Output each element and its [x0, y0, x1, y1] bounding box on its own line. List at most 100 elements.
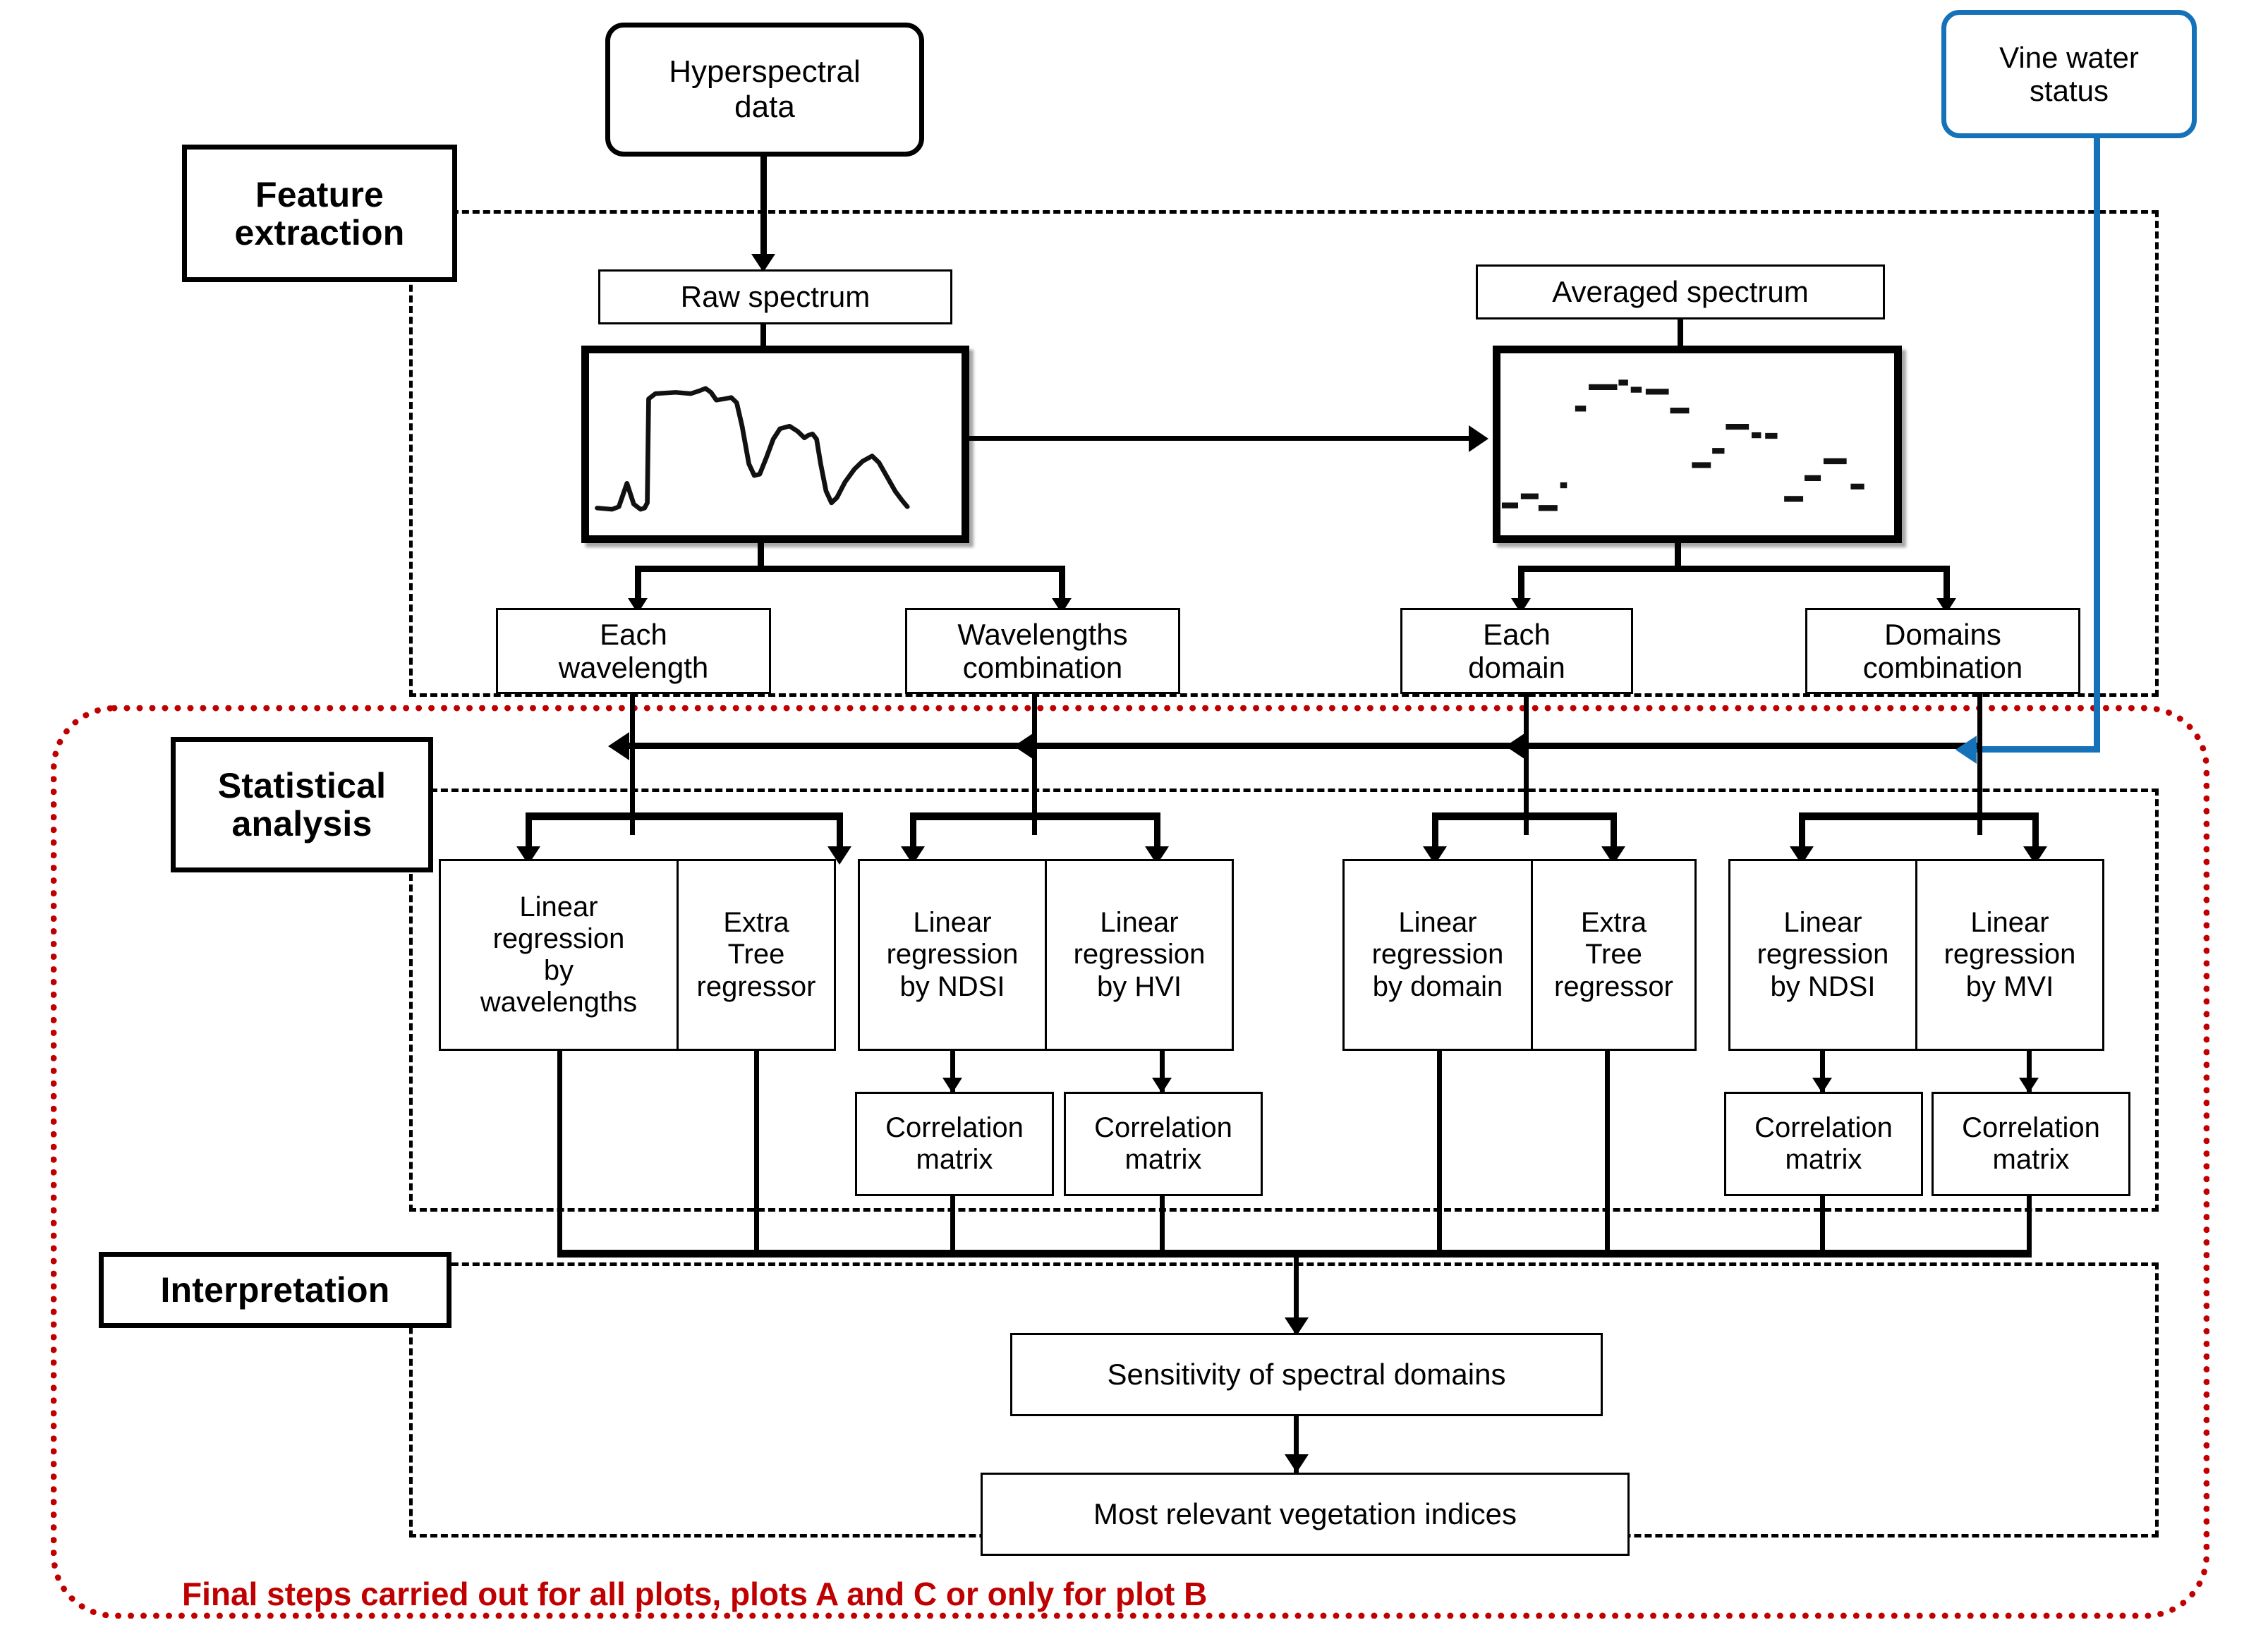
edge-g4-bus	[1799, 812, 2039, 820]
footnote-text: Final steps carried out for all plots, p…	[182, 1576, 1208, 1612]
section-label-interpretation: Interpretation	[99, 1252, 451, 1328]
node-linear-regression-by-hvi[interactable]: Linear regression by HVI	[1045, 859, 1234, 1051]
edge-rawlabel-to-thumb	[760, 324, 766, 348]
node-label: Linear regression by wavelengths	[480, 891, 638, 1018]
node-label: Correlation matrix	[1094, 1112, 1232, 1175]
node-domains-combination[interactable]: Domains combination	[1805, 608, 2080, 694]
section-label-feature-extraction: Feature extraction	[182, 145, 457, 282]
node-label: Averaged spectrum	[1552, 275, 1809, 309]
edge-bus-to-sensitivity	[1294, 1250, 1299, 1333]
node-linear-regression-by-domain[interactable]: Linear regression by domain	[1342, 859, 1533, 1051]
node-label: Linear regression by NDSI	[886, 907, 1019, 1002]
edge-avglabel-to-thumb	[1678, 319, 1683, 348]
node-linear-regression-by-mvi[interactable]: Linear regression by MVI	[1915, 859, 2104, 1051]
edge-out-4	[1160, 1196, 1165, 1255]
statistical-analysis-frame	[409, 788, 2159, 1212]
edge-g2-left	[910, 812, 916, 858]
node-correlation-matrix-2[interactable]: Correlation matrix	[1064, 1092, 1263, 1196]
arrowhead-raw-to-averaged	[1469, 425, 1488, 452]
edge-to-corr-1	[950, 1051, 955, 1093]
edge-g3-right	[1611, 812, 1617, 858]
edge-each-domain-drop	[1524, 694, 1529, 835]
node-extra-tree-regressor-2[interactable]: Extra Tree regressor	[1531, 859, 1697, 1051]
edge-wavelengths-comb-drop	[1032, 694, 1037, 835]
edge-avg-down-left	[1518, 566, 1524, 608]
edge-sensitivity-to-indices	[1294, 1416, 1299, 1473]
node-label: Correlation matrix	[1962, 1112, 2100, 1175]
edge-g2-bus	[910, 812, 1160, 820]
node-correlation-matrix-1[interactable]: Correlation matrix	[855, 1092, 1054, 1196]
node-linear-regression-by-wavelengths[interactable]: Linear regression by wavelengths	[439, 859, 679, 1051]
node-label: Each wavelength	[558, 617, 709, 684]
edge-out-5	[1437, 1051, 1442, 1255]
node-label: Domains combination	[1862, 617, 2023, 684]
node-most-relevant-vegetation-indices[interactable]: Most relevant vegetation indices	[981, 1473, 1630, 1556]
node-each-domain[interactable]: Each domain	[1400, 608, 1633, 694]
edge-g4-right	[2032, 812, 2039, 858]
node-correlation-matrix-3[interactable]: Correlation matrix	[1724, 1092, 1923, 1196]
section-label-statistical-analysis: Statistical analysis	[171, 737, 433, 872]
node-label: Extra Tree regressor	[696, 907, 816, 1002]
edge-g4-left	[1799, 812, 1805, 858]
edge-avg-down-right	[1943, 566, 1950, 608]
raw-spectrum-curve	[595, 386, 910, 512]
node-label: Each domain	[1468, 617, 1565, 684]
feature-extraction-frame	[409, 210, 2159, 697]
edge-domains-comb-drop	[1977, 694, 1982, 835]
node-label: Hyperspectral data	[669, 54, 861, 124]
node-hyperspectral-data[interactable]: Hyperspectral data	[605, 23, 924, 157]
edge-out-1	[557, 1051, 562, 1255]
edge-g1-bus	[526, 812, 843, 820]
edge-to-corr-2	[1160, 1051, 1165, 1093]
node-label: Wavelengths combination	[957, 617, 1128, 684]
edge-avg-stem	[1675, 543, 1681, 570]
edge-target-horizontal	[1975, 746, 2100, 753]
node-correlation-matrix-4[interactable]: Correlation matrix	[1932, 1092, 2130, 1196]
final-steps-boundary	[51, 705, 2209, 1619]
arrowhead-corr-1	[942, 1078, 962, 1093]
section-label-text: Feature extraction	[234, 174, 405, 252]
node-label: Correlation matrix	[885, 1112, 1024, 1175]
node-label: Extra Tree regressor	[1554, 907, 1673, 1002]
arrowhead-input-to-raw	[751, 254, 775, 272]
node-extra-tree-regressor-1[interactable]: Extra Tree regressor	[677, 859, 836, 1051]
edge-out-8	[2027, 1196, 2032, 1255]
arrowhead-bus-2	[1014, 732, 1035, 760]
section-label-text: Interpretation	[160, 1270, 390, 1310]
edge-out-6	[1605, 1051, 1610, 1255]
edge-to-corr-4	[2027, 1051, 2032, 1093]
arrowhead-to-indices	[1285, 1454, 1309, 1473]
arrowhead-bus-3	[1505, 732, 1527, 760]
node-linear-regression-by-ndsi-2[interactable]: Linear regression by NDSI	[1728, 859, 1917, 1051]
node-linear-regression-by-ndsi-1[interactable]: Linear regression by NDSI	[858, 859, 1047, 1051]
section-label-text: Statistical analysis	[217, 766, 387, 844]
averaged-spectrum-segments	[1501, 379, 1864, 511]
edge-wavelength-drop	[630, 694, 635, 835]
edge-raw-down-left	[635, 566, 641, 608]
node-sensitivity-of-spectral-domains[interactable]: Sensitivity of spectral domains	[1010, 1333, 1603, 1416]
arrowhead-to-sensitivity	[1285, 1317, 1309, 1336]
node-label: Linear regression by NDSI	[1757, 907, 1889, 1002]
node-vine-water-status[interactable]: Vine water status	[1941, 10, 2197, 138]
node-averaged-spectrum[interactable]: Averaged spectrum	[1476, 264, 1885, 319]
node-label: Raw spectrum	[680, 280, 871, 314]
edge-input-to-raw	[760, 157, 767, 262]
edge-raw-to-averaged	[969, 436, 1470, 441]
node-wavelengths-combination[interactable]: Wavelengths combination	[905, 608, 1180, 694]
edge-raw-bus	[635, 566, 1065, 572]
footnote-final-steps: Final steps carried out for all plots, p…	[182, 1575, 1207, 1613]
node-label: Correlation matrix	[1754, 1112, 1893, 1175]
node-each-wavelength[interactable]: Each wavelength	[496, 608, 771, 694]
arrowhead-corr-4	[2019, 1078, 2039, 1093]
edge-g3-left	[1432, 812, 1438, 858]
raw-spectrum-thumbnail	[581, 346, 969, 543]
arrowhead-corr-2	[1152, 1078, 1172, 1093]
edge-g2-right	[1154, 812, 1160, 858]
node-label: Most relevant vegetation indices	[1093, 1497, 1517, 1531]
edge-out-3	[950, 1196, 955, 1255]
node-label: Vine water status	[1999, 40, 2139, 107]
node-raw-spectrum[interactable]: Raw spectrum	[598, 269, 952, 324]
edge-avg-bus	[1518, 566, 1950, 572]
edge-g1-left	[526, 812, 532, 858]
